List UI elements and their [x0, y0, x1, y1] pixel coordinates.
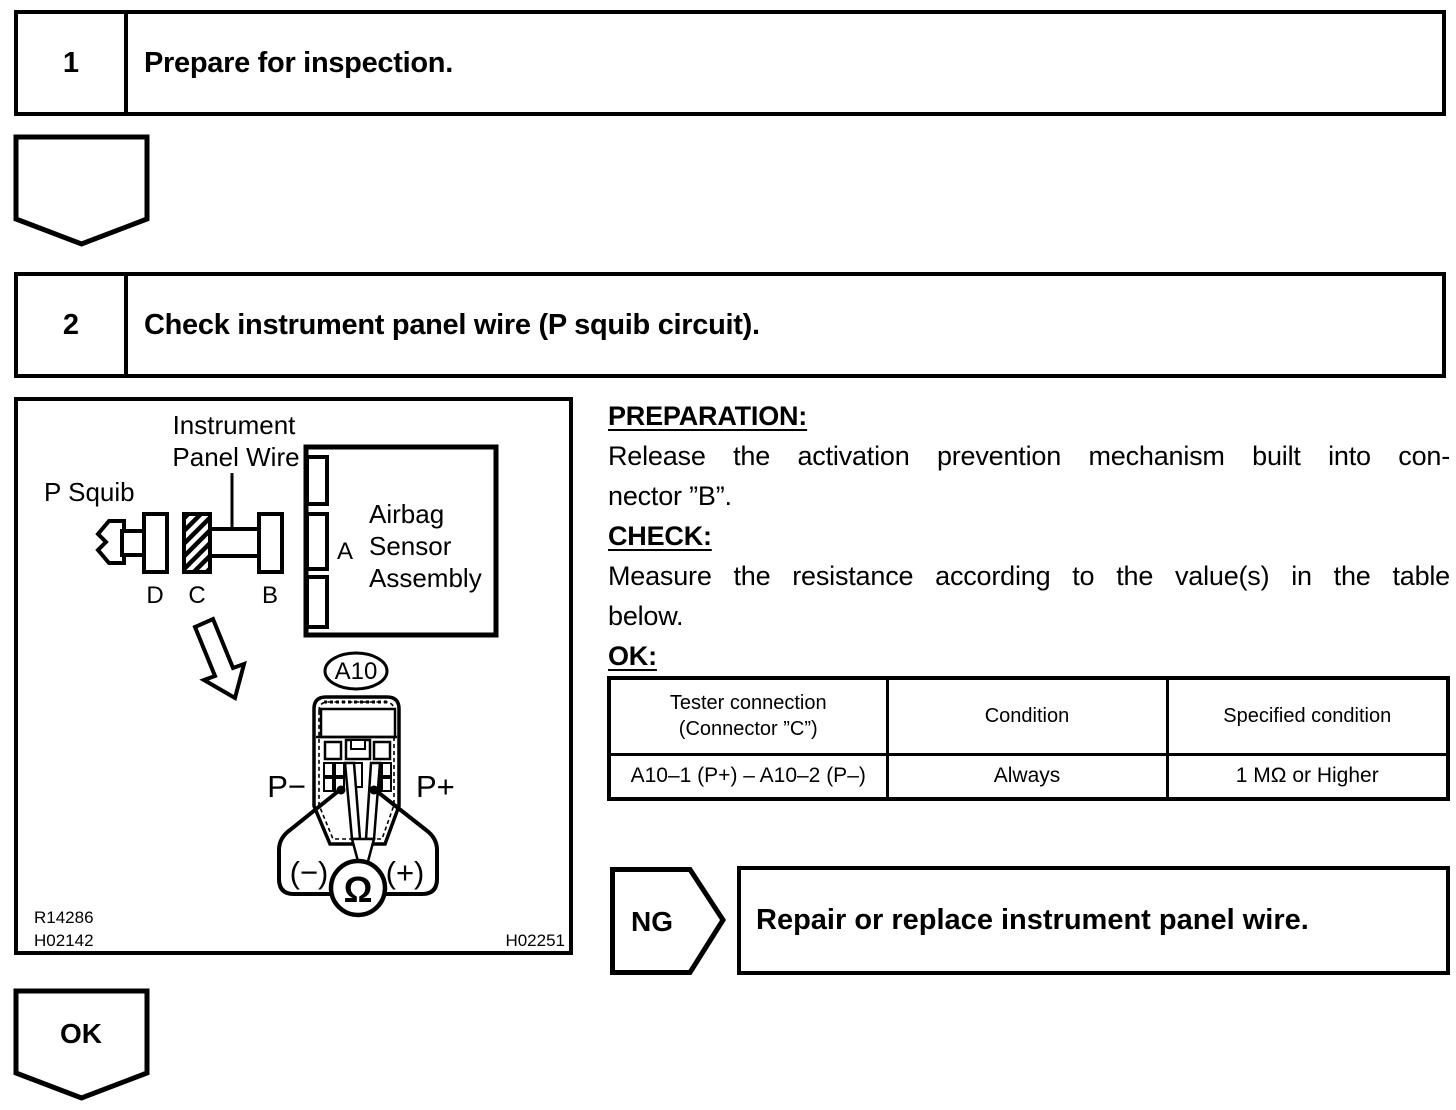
- step-2-number: 2: [18, 276, 128, 374]
- terminal-minus-label: (−): [290, 855, 329, 890]
- step-1-title: Prepare for inspection.: [144, 46, 453, 79]
- pin-cell: [381, 762, 392, 777]
- step-2-title: Check instrument panel wire (P squib cir…: [144, 308, 760, 341]
- a10-label: A10: [335, 658, 378, 685]
- ng-label: NG: [631, 906, 673, 937]
- figure-code-right: H02251: [505, 931, 565, 950]
- cell-condition: Always: [885, 752, 1169, 801]
- pentagon-shape: [13, 134, 150, 247]
- spec-table: Tester connection (Connector ”C”) Condit…: [607, 676, 1450, 801]
- connector-a-label: A: [337, 538, 353, 565]
- connector-d-shape: [142, 512, 169, 574]
- preparation-text-line1: Release the activation prevention mechan…: [608, 441, 1450, 471]
- terminal-plus-label: (+): [386, 855, 425, 890]
- probe-contact-dot-left: [336, 785, 346, 795]
- cell-tester-connection: A10–1 (P+) – A10–2 (P–): [607, 752, 889, 801]
- assembly-tab-bottom: [305, 575, 329, 629]
- connector-c-shape: [182, 512, 212, 574]
- header-tester-connection-line1: Tester connection: [669, 692, 827, 715]
- ng-pentagon: NG: [610, 867, 726, 975]
- ok-label: OK: [60, 1018, 102, 1049]
- check-text-line1: Measure the resistance according to the …: [608, 561, 1450, 591]
- preparation-heading: PREPARATION:: [608, 401, 808, 431]
- check-heading: CHECK:: [608, 521, 712, 551]
- header-tester-connection: Tester connection (Connector ”C”): [607, 676, 889, 756]
- ng-action-box: Repair or replace instrument panel wire.: [737, 866, 1450, 975]
- pin-cell: [323, 777, 334, 792]
- p-plus-label: P+: [416, 769, 455, 804]
- step-1-box: 1 Prepare for inspection.: [14, 10, 1446, 116]
- pin-cell: [381, 777, 392, 792]
- a10-callout-oval: [323, 651, 389, 691]
- connector-d-label: D: [146, 582, 163, 609]
- step-2-box: 2 Check instrument panel wire (P squib c…: [14, 272, 1446, 378]
- figure-code-left1: R14286: [34, 908, 94, 927]
- airbag-label-line1: Airbag: [369, 499, 444, 529]
- step-1-number: 1: [18, 14, 128, 112]
- table-row: A10–1 (P+) – A10–2 (P–) Always 1 MΩ or H…: [607, 752, 1450, 801]
- header-specified-condition: Specified condition: [1165, 676, 1450, 756]
- airbag-label-line3: Assembly: [369, 563, 482, 593]
- p-squib-label: P Squib: [44, 477, 135, 507]
- ok-heading: OK:: [608, 641, 657, 671]
- ng-pentagon-shape: [610, 867, 726, 975]
- flow-down-pentagon: [13, 134, 150, 247]
- connector-c-label: C: [188, 582, 205, 609]
- connector-pin-center-tab: [350, 739, 366, 750]
- instrument-panel-wire-label-line1: Instrument: [173, 410, 297, 440]
- assembly-tab-middle: [305, 512, 329, 571]
- header-tester-connection-line2: (Connector ”C”): [678, 718, 818, 741]
- ohmmeter-dial: [328, 858, 388, 918]
- instructions-column: PREPARATION: Release the activation prev…: [608, 396, 1450, 676]
- cell-specified-condition: 1 MΩ or Higher: [1165, 752, 1450, 801]
- wire-bar-shape: [208, 527, 266, 558]
- a10-connector-inner-outline: [318, 701, 395, 840]
- pin-cell: [334, 762, 345, 777]
- pointer-arrow-icon: [192, 616, 247, 702]
- airbag-label-line2: Sensor: [369, 531, 452, 561]
- connector-b-shape: [257, 512, 284, 574]
- wiring-diagram-svg: Instrument Panel Wire P Squib D C B A Ai…: [34, 410, 565, 950]
- pin-cell: [323, 762, 334, 777]
- header-condition: Condition: [885, 676, 1169, 756]
- table-header-row: Tester connection (Connector ”C”) Condit…: [607, 676, 1450, 756]
- assembly-tab-top: [305, 455, 329, 506]
- connector-top-band: [319, 707, 397, 739]
- ng-action-text: Repair or replace instrument panel wire.: [756, 904, 1309, 936]
- ok-pentagon-shape: [13, 988, 150, 1101]
- preparation-text-line2: nector ”B”.: [608, 481, 732, 511]
- wiring-figure: Instrument Panel Wire P Squib D C B A Ai…: [14, 397, 573, 955]
- connector-b-label: B: [262, 582, 278, 609]
- check-text-line2: below.: [608, 601, 684, 631]
- figure-code-left2: H02142: [34, 931, 94, 950]
- probe-contact-dot-right: [369, 785, 379, 795]
- connector-pin-right: [372, 740, 392, 761]
- ok-pentagon: OK: [13, 988, 150, 1101]
- spec-table-container: Tester connection (Connector ”C”) Condit…: [607, 676, 1450, 801]
- instrument-panel-wire-label-line2: Panel Wire: [172, 442, 299, 472]
- ohm-symbol: Ω: [344, 869, 373, 910]
- connector-pin-left: [323, 740, 343, 761]
- p-minus-label: P−: [267, 769, 306, 804]
- p-squib-plug-head: [95, 519, 126, 565]
